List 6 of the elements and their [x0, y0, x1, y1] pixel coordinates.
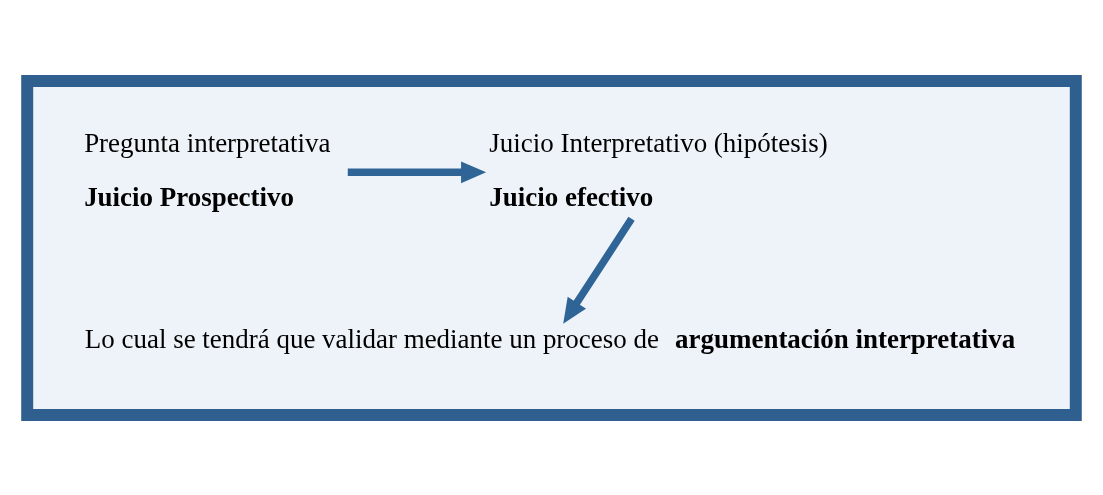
arrow — [347, 160, 487, 183]
node-text: Juicio Interpretativo (hipótesis) Juicio efectivo — [489, 127, 828, 212]
arrow — [563, 216, 635, 324]
node-text: Lo cual se tendrá que validar mediante un proceso de argumentación interpretativa — [84, 323, 1016, 354]
node-text: Pregunta interpretativa Juicio Prospectivo — [84, 127, 331, 212]
cluster — [21, 74, 1082, 421]
